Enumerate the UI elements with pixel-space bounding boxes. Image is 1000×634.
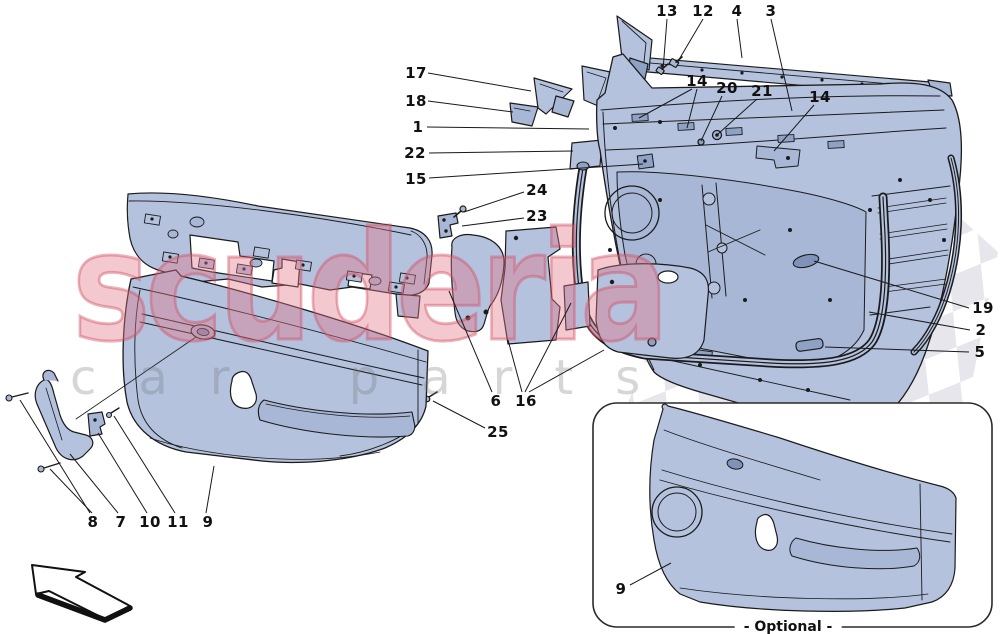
callout-24: 24	[526, 181, 548, 199]
direction-arrow	[31, 564, 133, 623]
pad-5	[795, 338, 824, 352]
leader-line-1	[426, 126, 590, 130]
callout-15: 15	[405, 170, 427, 188]
leader-line-16	[524, 302, 572, 393]
leader-line-15	[428, 163, 644, 179]
callout-22: 22	[404, 144, 426, 162]
callout-7: 7	[115, 513, 127, 531]
callout-10: 10	[139, 513, 161, 531]
leader-line-25	[432, 400, 486, 429]
leader-line-22	[428, 150, 574, 154]
pad-22	[569, 139, 603, 170]
leader-line-5	[824, 346, 970, 353]
door-seal	[571, 154, 963, 369]
leader-line-21	[717, 98, 758, 135]
handle-bracket-10	[87, 411, 106, 437]
leader-line-8	[19, 399, 91, 514]
mirror-triangle-17	[533, 77, 575, 118]
leader-line-11	[113, 415, 176, 514]
leader-line-14a	[638, 88, 693, 119]
leader-line-9	[205, 465, 215, 514]
leader-line-16	[507, 339, 523, 393]
optional-door-trim-panel	[649, 403, 957, 612]
door-trim-panel	[75, 269, 429, 464]
leader-line-19	[813, 260, 970, 309]
callout-1: 1	[412, 118, 424, 136]
leader-line-6	[448, 290, 493, 393]
hinge-23	[437, 205, 467, 239]
leader-line-9-optional	[629, 562, 672, 586]
leader-line-8	[49, 468, 93, 514]
callout-3: 3	[765, 2, 777, 20]
callout-14a: 14	[686, 72, 708, 90]
handle-screw-8a	[5, 392, 29, 402]
leader-line-4	[736, 18, 743, 59]
leader-line-10	[97, 432, 148, 514]
callout-9-optional: 9	[615, 580, 627, 598]
callout-21: 21	[751, 82, 773, 100]
leader-line-3	[770, 18, 793, 112]
handle-screw-8b	[37, 462, 61, 473]
leader-line-24	[463, 191, 525, 213]
leader-line-16	[528, 349, 605, 393]
callout-18: 18	[405, 92, 427, 110]
leader-line-13	[662, 18, 668, 71]
callout-25: 25	[487, 423, 509, 441]
leader-line-12	[676, 18, 704, 64]
bracket-18	[509, 102, 539, 127]
watermark-subtitle: car parts	[70, 350, 683, 406]
leader-line-23	[461, 217, 525, 227]
callout-12: 12	[692, 2, 714, 20]
leader-line-17	[427, 72, 532, 92]
leader-line-14b	[773, 104, 815, 152]
handle-screw-11	[105, 407, 120, 419]
speaker-gasket-6	[450, 233, 505, 333]
insulation-pads-16	[500, 226, 710, 359]
door-pull-handle-7	[34, 369, 94, 461]
callout-16: 16	[515, 392, 537, 410]
optional-box	[592, 402, 993, 628]
callout-8: 8	[87, 513, 99, 531]
leader-line-14a	[686, 88, 698, 129]
leader-line-20	[700, 95, 723, 142]
callout-9: 9	[202, 513, 214, 531]
callout-11: 11	[167, 513, 189, 531]
callout-14b: 14	[809, 88, 831, 106]
leader-line-7	[69, 453, 119, 514]
watermark-brand: scuderia	[71, 201, 671, 375]
callout-13: 13	[656, 2, 678, 20]
trim-backing-panel	[126, 192, 433, 319]
callout-5: 5	[974, 343, 986, 361]
screw-24	[453, 205, 467, 218]
callout-19: 19	[972, 299, 994, 317]
callout-17: 17	[405, 64, 427, 82]
optional-label: - Optional -	[734, 619, 842, 634]
leader-line-2	[868, 311, 971, 331]
callout-23: 23	[526, 207, 548, 225]
callout-20: 20	[716, 79, 738, 97]
callout-2: 2	[975, 321, 987, 339]
callout-6: 6	[490, 392, 502, 410]
callout-4: 4	[731, 2, 743, 20]
leader-line-18	[427, 100, 514, 113]
